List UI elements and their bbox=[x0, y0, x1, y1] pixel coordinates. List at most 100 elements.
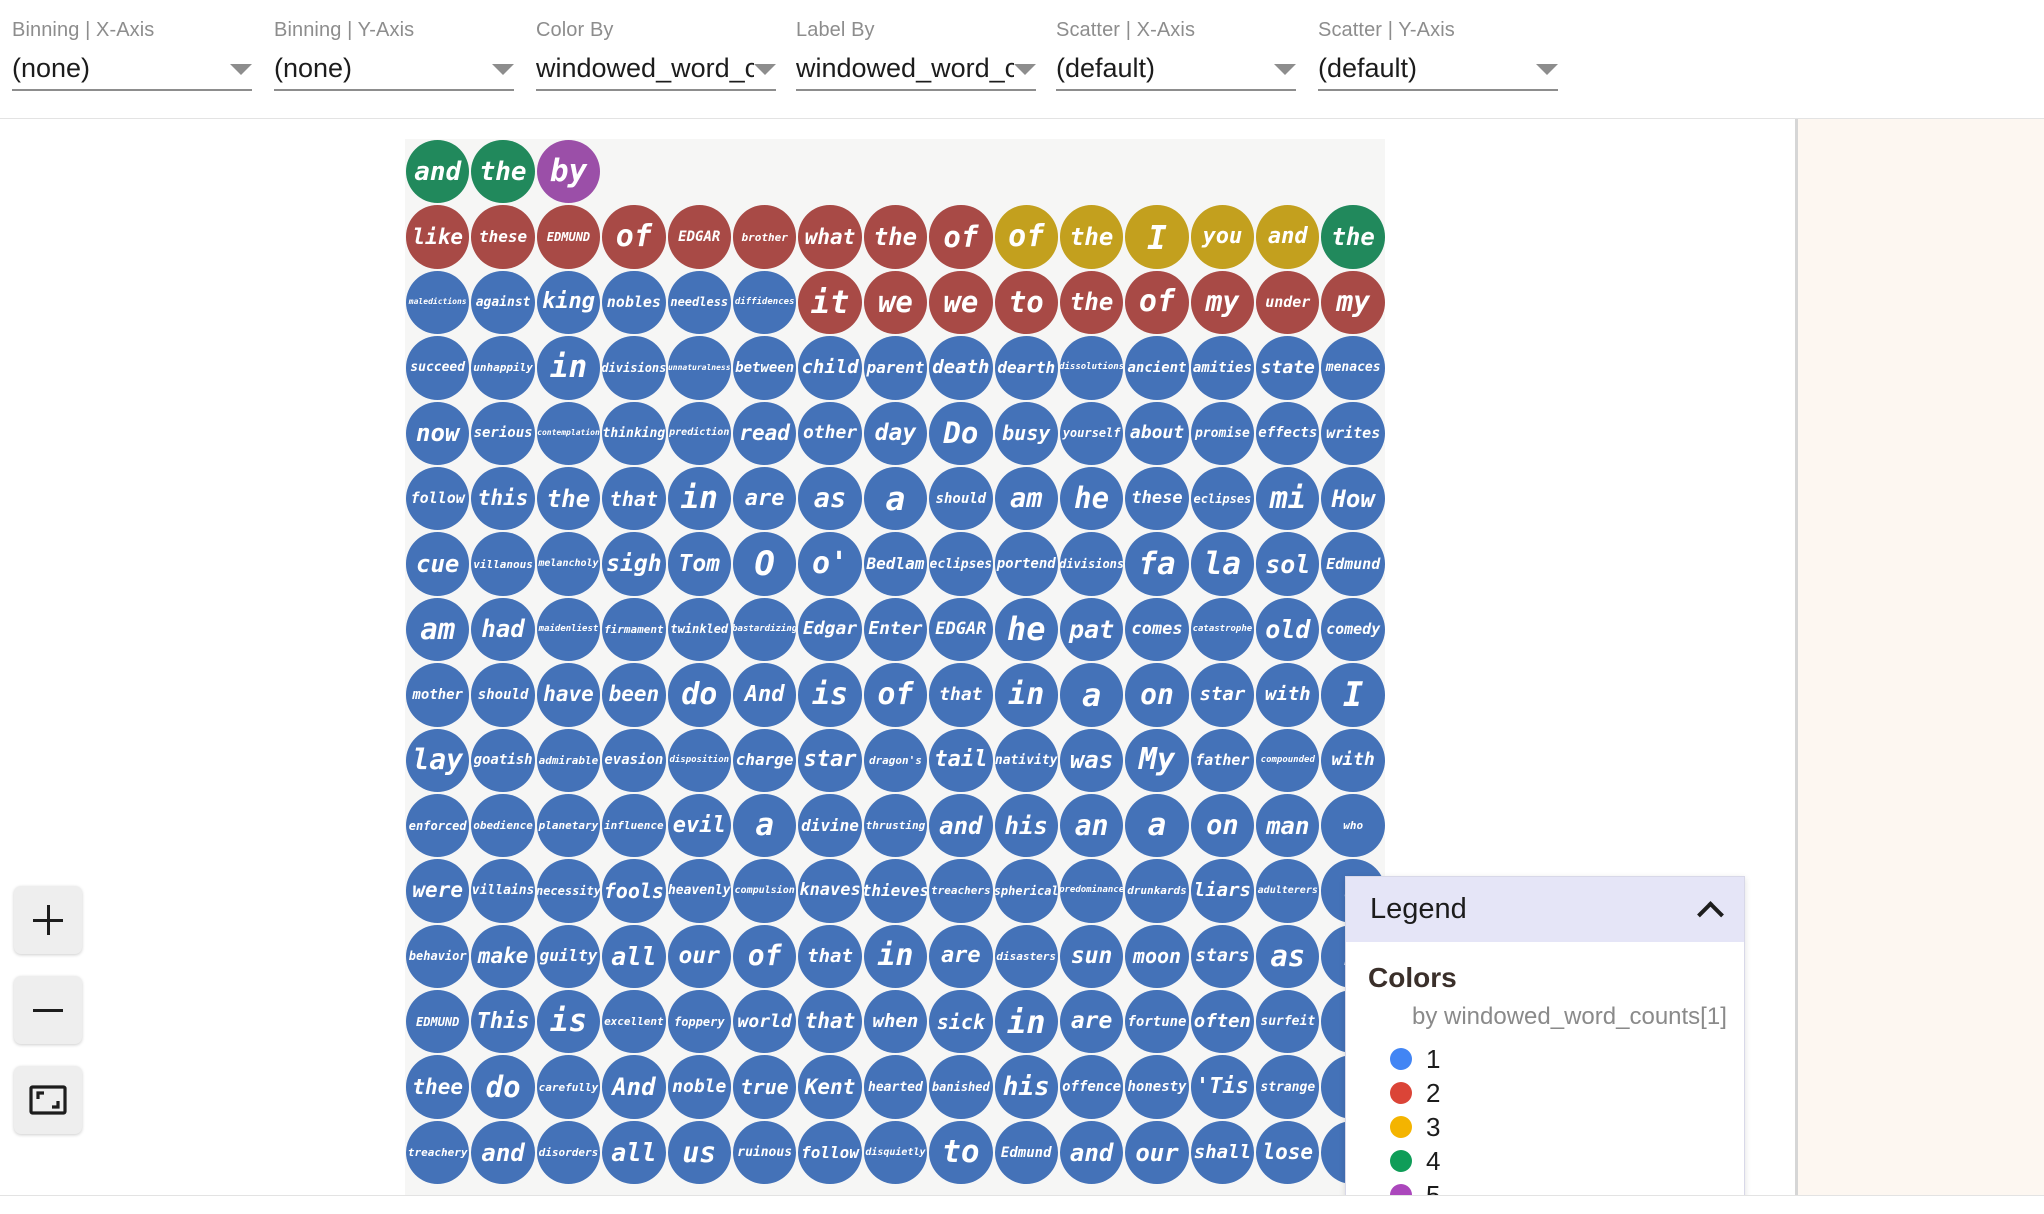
bubble-point[interactable]: comes bbox=[1124, 597, 1189, 662]
bubble-point[interactable]: Kent bbox=[797, 1054, 862, 1119]
bubble-point[interactable]: with bbox=[1320, 728, 1385, 793]
bubble-point[interactable]: these bbox=[1124, 466, 1189, 531]
bubble-point[interactable]: that bbox=[601, 466, 666, 531]
bubble-point[interactable]: about bbox=[1124, 401, 1189, 466]
bubble-point[interactable]: that bbox=[928, 662, 993, 727]
bubble-point[interactable]: effects bbox=[1255, 401, 1320, 466]
bubble-point[interactable]: between bbox=[732, 335, 797, 400]
bubble-point[interactable]: his bbox=[994, 1054, 1059, 1119]
bubble-point[interactable]: twinkled bbox=[667, 597, 732, 662]
bubble-point[interactable]: parent bbox=[863, 335, 928, 400]
bubble-point[interactable]: star bbox=[797, 728, 862, 793]
legend-item[interactable]: 2 bbox=[1390, 1076, 1744, 1110]
bubble-point[interactable]: And bbox=[601, 1054, 666, 1119]
bubble-point[interactable]: now bbox=[405, 401, 470, 466]
bubble-point[interactable]: thrusting bbox=[863, 793, 928, 858]
bubble-point[interactable]: in bbox=[536, 335, 601, 400]
bubble-point[interactable]: treachery bbox=[405, 1120, 470, 1185]
bubble-point[interactable]: ruinous bbox=[732, 1120, 797, 1185]
bubble-point[interactable]: sick bbox=[928, 989, 993, 1054]
bubble-point[interactable]: unnaturalness bbox=[667, 335, 732, 400]
chevron-down-icon[interactable] bbox=[1274, 64, 1296, 75]
bubble-point[interactable]: compounded bbox=[1255, 728, 1320, 793]
bubble-point[interactable]: influence bbox=[601, 793, 666, 858]
bubble-point[interactable]: And bbox=[732, 662, 797, 727]
binning-y-axis-select[interactable]: (none) bbox=[274, 52, 514, 91]
bubble-point[interactable]: succeed bbox=[405, 335, 470, 400]
bubble-point[interactable]: brother bbox=[732, 204, 797, 269]
bubble-point[interactable]: the bbox=[536, 466, 601, 531]
bubble-point[interactable]: prediction bbox=[667, 401, 732, 466]
bubble-point[interactable]: is bbox=[797, 662, 862, 727]
bubble-point[interactable]: to bbox=[994, 270, 1059, 335]
bubble-point[interactable]: are bbox=[928, 924, 993, 989]
bubble-point[interactable]: in bbox=[994, 989, 1059, 1054]
bubble-point[interactable]: dissolutions bbox=[1059, 335, 1124, 400]
bubble-point[interactable]: pat bbox=[1059, 597, 1124, 662]
bubble-point[interactable]: a bbox=[863, 466, 928, 531]
bubble-point[interactable]: on bbox=[1190, 793, 1255, 858]
bubble-point[interactable]: in bbox=[667, 466, 732, 531]
bubble-point[interactable]: lose bbox=[1255, 1120, 1320, 1185]
bubble-point[interactable]: man bbox=[1255, 793, 1320, 858]
bubble-point[interactable]: eclipses bbox=[928, 531, 993, 596]
bubble-point[interactable]: of bbox=[863, 662, 928, 727]
bubble-point[interactable]: and bbox=[1059, 1120, 1124, 1185]
bubble-point[interactable]: Enter bbox=[863, 597, 928, 662]
bubble-point[interactable]: of bbox=[928, 204, 993, 269]
bubble-point[interactable]: have bbox=[536, 662, 601, 727]
bubble-point[interactable]: are bbox=[732, 466, 797, 531]
bubble-point[interactable]: eclipses bbox=[1190, 466, 1255, 531]
color-by-select[interactable]: windowed_word_counts[1] bbox=[536, 52, 776, 91]
bubble-point[interactable]: follow bbox=[797, 1120, 862, 1185]
zoom-in-button[interactable] bbox=[14, 886, 82, 954]
legend-header[interactable]: Legend bbox=[1346, 877, 1744, 942]
bubble-point[interactable]: evasion bbox=[601, 728, 666, 793]
bubble-point[interactable]: of bbox=[994, 204, 1059, 269]
bubble-point[interactable]: that bbox=[797, 924, 862, 989]
bubble-point[interactable]: liars bbox=[1190, 858, 1255, 923]
bubble-point[interactable]: mother bbox=[405, 662, 470, 727]
bubble-point[interactable]: planetary bbox=[536, 793, 601, 858]
bubble-point[interactable]: goatish bbox=[470, 728, 535, 793]
bubble-point[interactable]: death bbox=[928, 335, 993, 400]
bubble-point[interactable]: the bbox=[1320, 204, 1385, 269]
bubble-point[interactable]: am bbox=[405, 597, 470, 662]
bubble-point[interactable]: our bbox=[1124, 1120, 1189, 1185]
bubble-point[interactable]: of bbox=[601, 204, 666, 269]
bubble-point[interactable]: foppery bbox=[667, 989, 732, 1054]
bubble-point[interactable]: are bbox=[1059, 989, 1124, 1054]
bubble-point[interactable]: moon bbox=[1124, 924, 1189, 989]
bubble-point[interactable]: thieves bbox=[863, 858, 928, 923]
bubble-point[interactable]: make bbox=[470, 924, 535, 989]
bubble-point[interactable]: excellent bbox=[601, 989, 666, 1054]
scatter-x-axis-select[interactable]: (default) bbox=[1056, 52, 1296, 91]
bubble-point[interactable]: this bbox=[470, 466, 535, 531]
bubble-point[interactable]: king bbox=[536, 270, 601, 335]
bubble-point[interactable]: do bbox=[667, 662, 732, 727]
bubble-point[interactable]: obedience bbox=[470, 793, 535, 858]
bubble-point[interactable]: admirable bbox=[536, 728, 601, 793]
bubble-point[interactable]: portend bbox=[994, 531, 1059, 596]
bubble-point[interactable]: it bbox=[797, 270, 862, 335]
bubble-point[interactable]: in bbox=[863, 924, 928, 989]
bubble-point[interactable]: predominance bbox=[1059, 858, 1124, 923]
scatter-y-axis-select[interactable]: (default) bbox=[1318, 52, 1558, 91]
bubble-point[interactable]: the bbox=[470, 139, 535, 204]
bubble-point[interactable]: heavenly bbox=[667, 858, 732, 923]
bubble-point[interactable]: evil bbox=[667, 793, 732, 858]
bubble-point[interactable]: EDGAR bbox=[667, 204, 732, 269]
bubble-point[interactable]: am bbox=[994, 466, 1059, 531]
bubble-point[interactable]: EDGAR bbox=[928, 597, 993, 662]
bubble-point[interactable]: the bbox=[1059, 270, 1124, 335]
bubble-point[interactable]: offence bbox=[1059, 1054, 1124, 1119]
bubble-point[interactable]: we bbox=[928, 270, 993, 335]
bubble-point[interactable]: day bbox=[863, 401, 928, 466]
bubble-point[interactable]: disasters bbox=[994, 924, 1059, 989]
legend-item[interactable]: 3 bbox=[1390, 1110, 1744, 1144]
bubble-point[interactable]: all bbox=[601, 924, 666, 989]
bubble-point[interactable]: true bbox=[732, 1054, 797, 1119]
bubble-point[interactable]: sun bbox=[1059, 924, 1124, 989]
bubble-point[interactable]: a bbox=[732, 793, 797, 858]
